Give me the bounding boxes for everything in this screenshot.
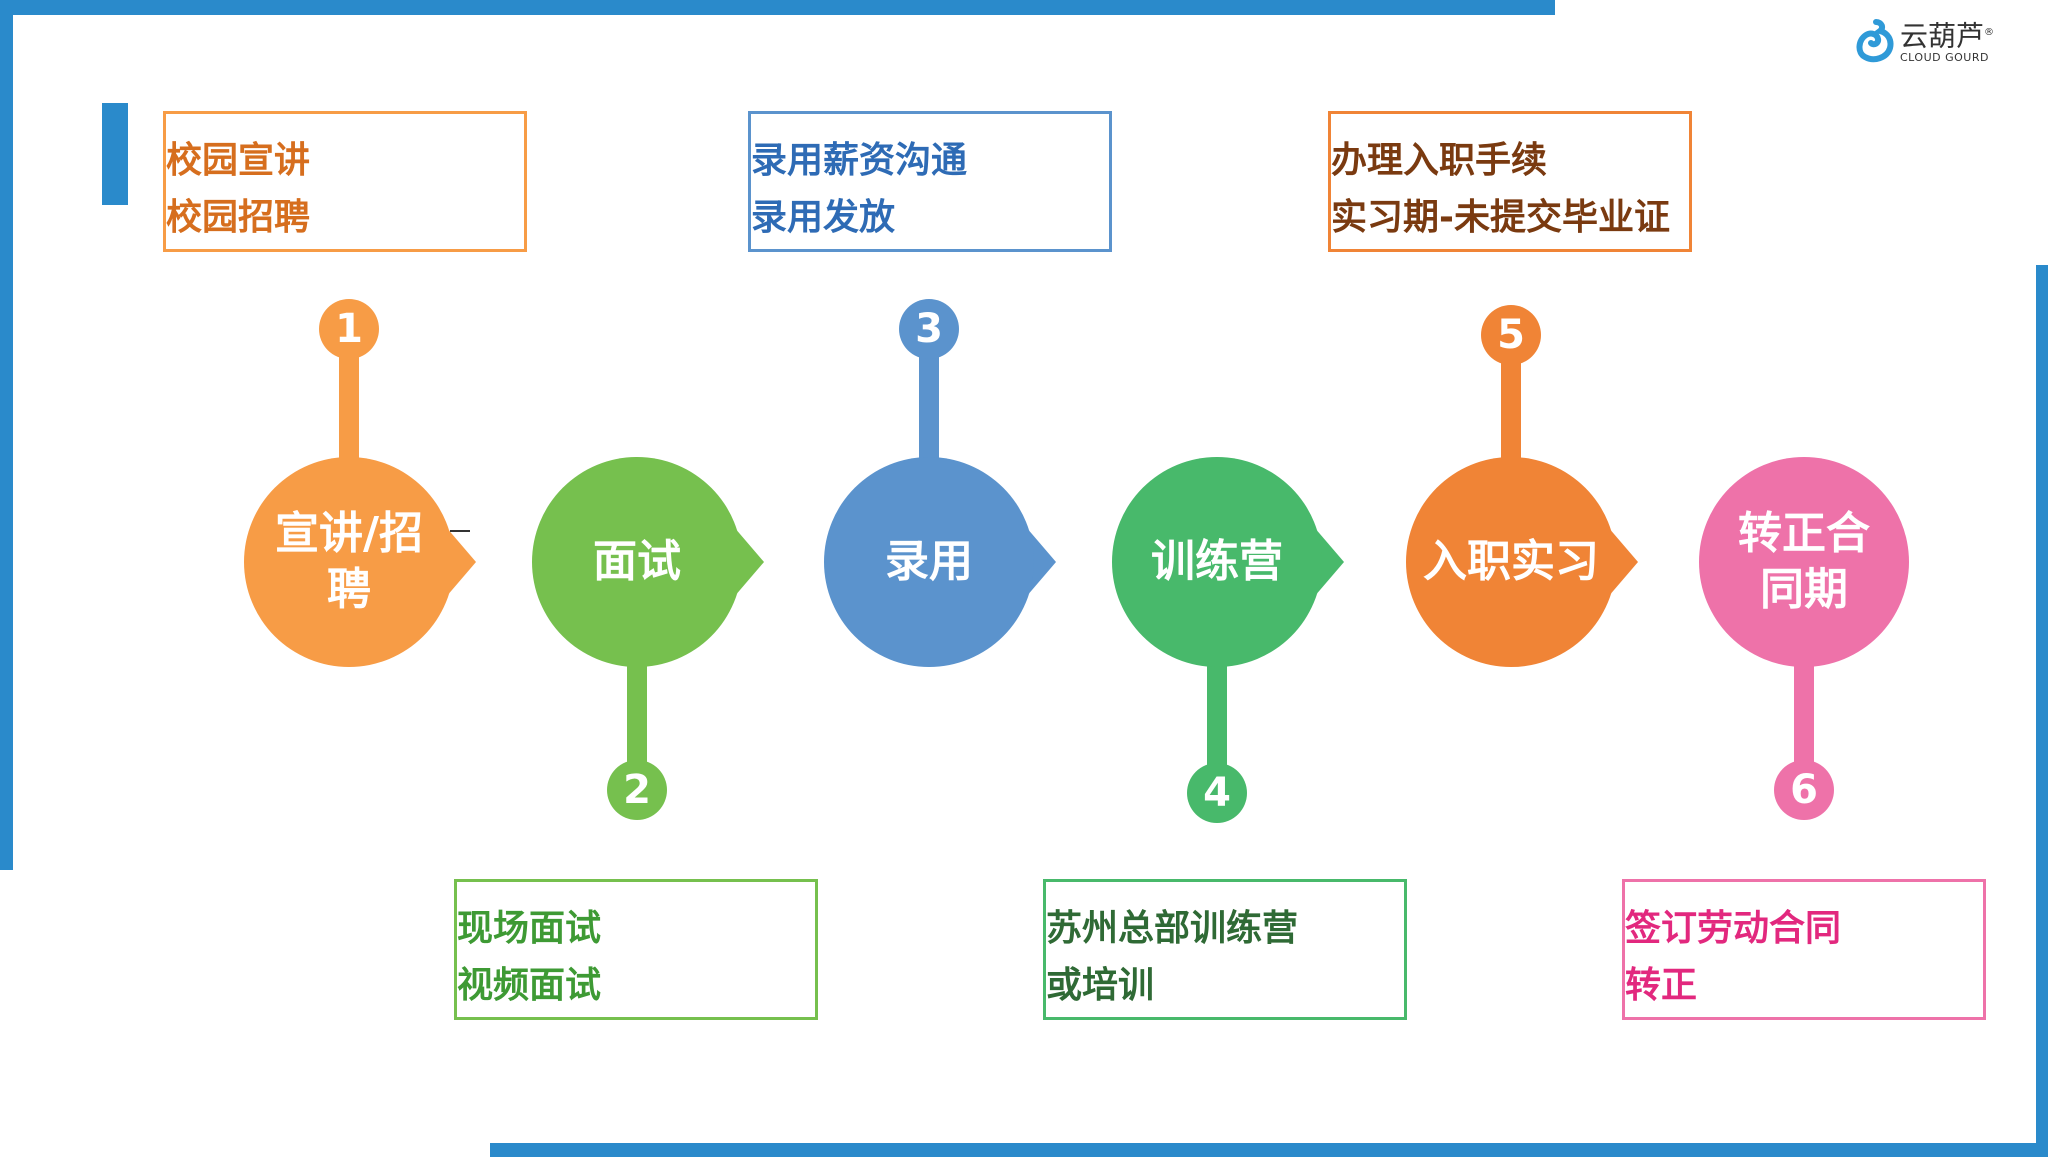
detail-line: 苏州总部训练营 — [1046, 908, 1299, 949]
accent-bar — [102, 103, 128, 205]
logo-en: CLOUD GOURD — [1900, 51, 1989, 65]
detail-line: 或培训 — [1046, 965, 1155, 1006]
detail-line: 录用薪资沟通 — [751, 140, 968, 181]
step-title: 转正合同期 — [1738, 508, 1870, 615]
step-number: 4 — [1203, 770, 1231, 816]
step-title: 录用 — [885, 536, 973, 587]
step-number-badge — [1481, 305, 1541, 365]
registered-mark: ® — [1984, 27, 1995, 38]
step-title: 入职实习 — [1423, 536, 1599, 587]
logo-cn: 云葫芦 — [1900, 19, 1985, 53]
step-detail-box: 签订劳动合同转正 — [1622, 879, 1986, 1020]
detail-line: 录用发放 — [751, 197, 896, 238]
detail-line: 校园招聘 — [166, 197, 311, 238]
step-number-badge — [1187, 763, 1247, 823]
step-number: 2 — [623, 767, 651, 813]
step-detail-box: 录用薪资沟通录用发放 — [748, 111, 1112, 252]
frame-left — [0, 0, 13, 870]
detail-line: 签订劳动合同 — [1625, 908, 1842, 949]
frame-top — [0, 0, 1555, 15]
step-number: 6 — [1790, 767, 1818, 813]
step-circle — [532, 457, 742, 667]
step-detail-box: 现场面试视频面试 — [454, 879, 818, 1020]
step-detail-box: 校园宣讲校园招聘 — [163, 111, 527, 252]
step-number-badge — [319, 299, 379, 359]
gourd-logo-icon — [1856, 19, 1894, 63]
step-number-badge — [1774, 760, 1834, 820]
step-number: 3 — [915, 306, 943, 352]
frame-bottom — [490, 1143, 2048, 1157]
detail-line: 校园宣讲 — [166, 140, 311, 181]
step-title: 训练营 — [1151, 536, 1283, 587]
step-detail-box: 办理入职手续实习期-未提交毕业证 — [1328, 111, 1692, 252]
frame-right — [2036, 265, 2048, 1145]
step-detail-box: 苏州总部训练营或培训 — [1043, 879, 1407, 1020]
logo: 云葫芦® CLOUD GOURD — [1856, 18, 1994, 64]
step-title: 宣讲/招聘 — [274, 508, 424, 615]
detail-line: 视频面试 — [457, 965, 602, 1006]
step-number-badge — [607, 760, 667, 820]
step-number-badge — [899, 299, 959, 359]
step-circle — [1699, 457, 1909, 667]
step-circle — [244, 457, 454, 667]
step-number: 1 — [335, 306, 363, 352]
step-title: 面试 — [593, 536, 681, 587]
step-circle — [1406, 457, 1616, 667]
detail-line: 实习期-未提交毕业证 — [1331, 197, 1670, 238]
step-circle — [1112, 457, 1322, 667]
step-circle — [824, 457, 1034, 667]
step-number: 5 — [1497, 312, 1525, 358]
detail-line: 转正 — [1625, 965, 1698, 1006]
detail-line: 现场面试 — [457, 908, 602, 949]
detail-line: 办理入职手续 — [1331, 140, 1548, 181]
